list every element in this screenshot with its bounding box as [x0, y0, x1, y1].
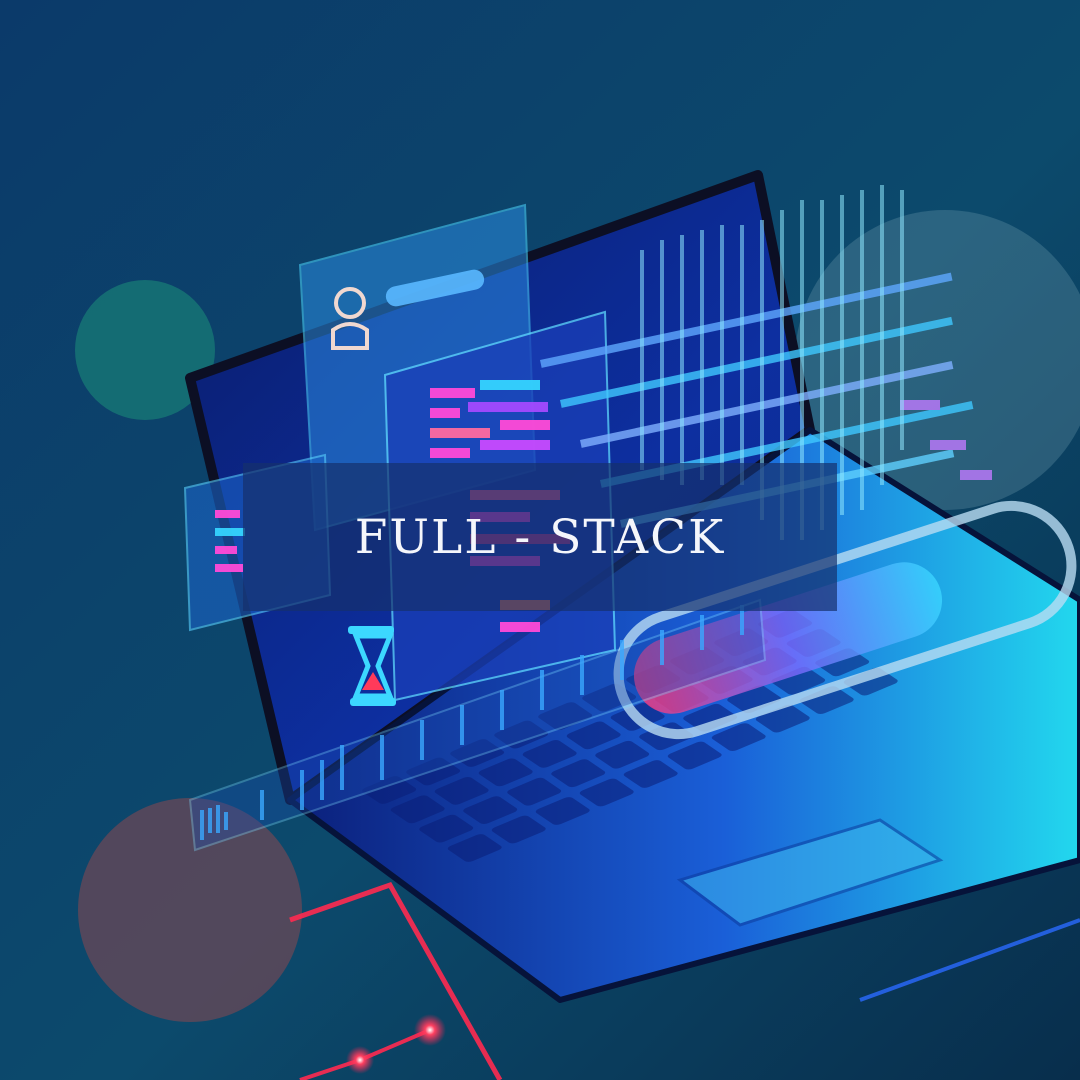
trackpad [676, 818, 944, 927]
circuit-lines [289, 881, 1080, 1080]
title-banner: FULL - STACK [243, 463, 837, 611]
waveform [200, 605, 744, 840]
user-icon [331, 287, 369, 350]
bokeh-circle [78, 798, 302, 1022]
binary-rain [640, 185, 904, 540]
hourglass-icon [348, 626, 396, 706]
bokeh-circle [795, 210, 1080, 510]
page-title: FULL - STACK [354, 509, 726, 565]
bokeh-circle [75, 280, 215, 420]
